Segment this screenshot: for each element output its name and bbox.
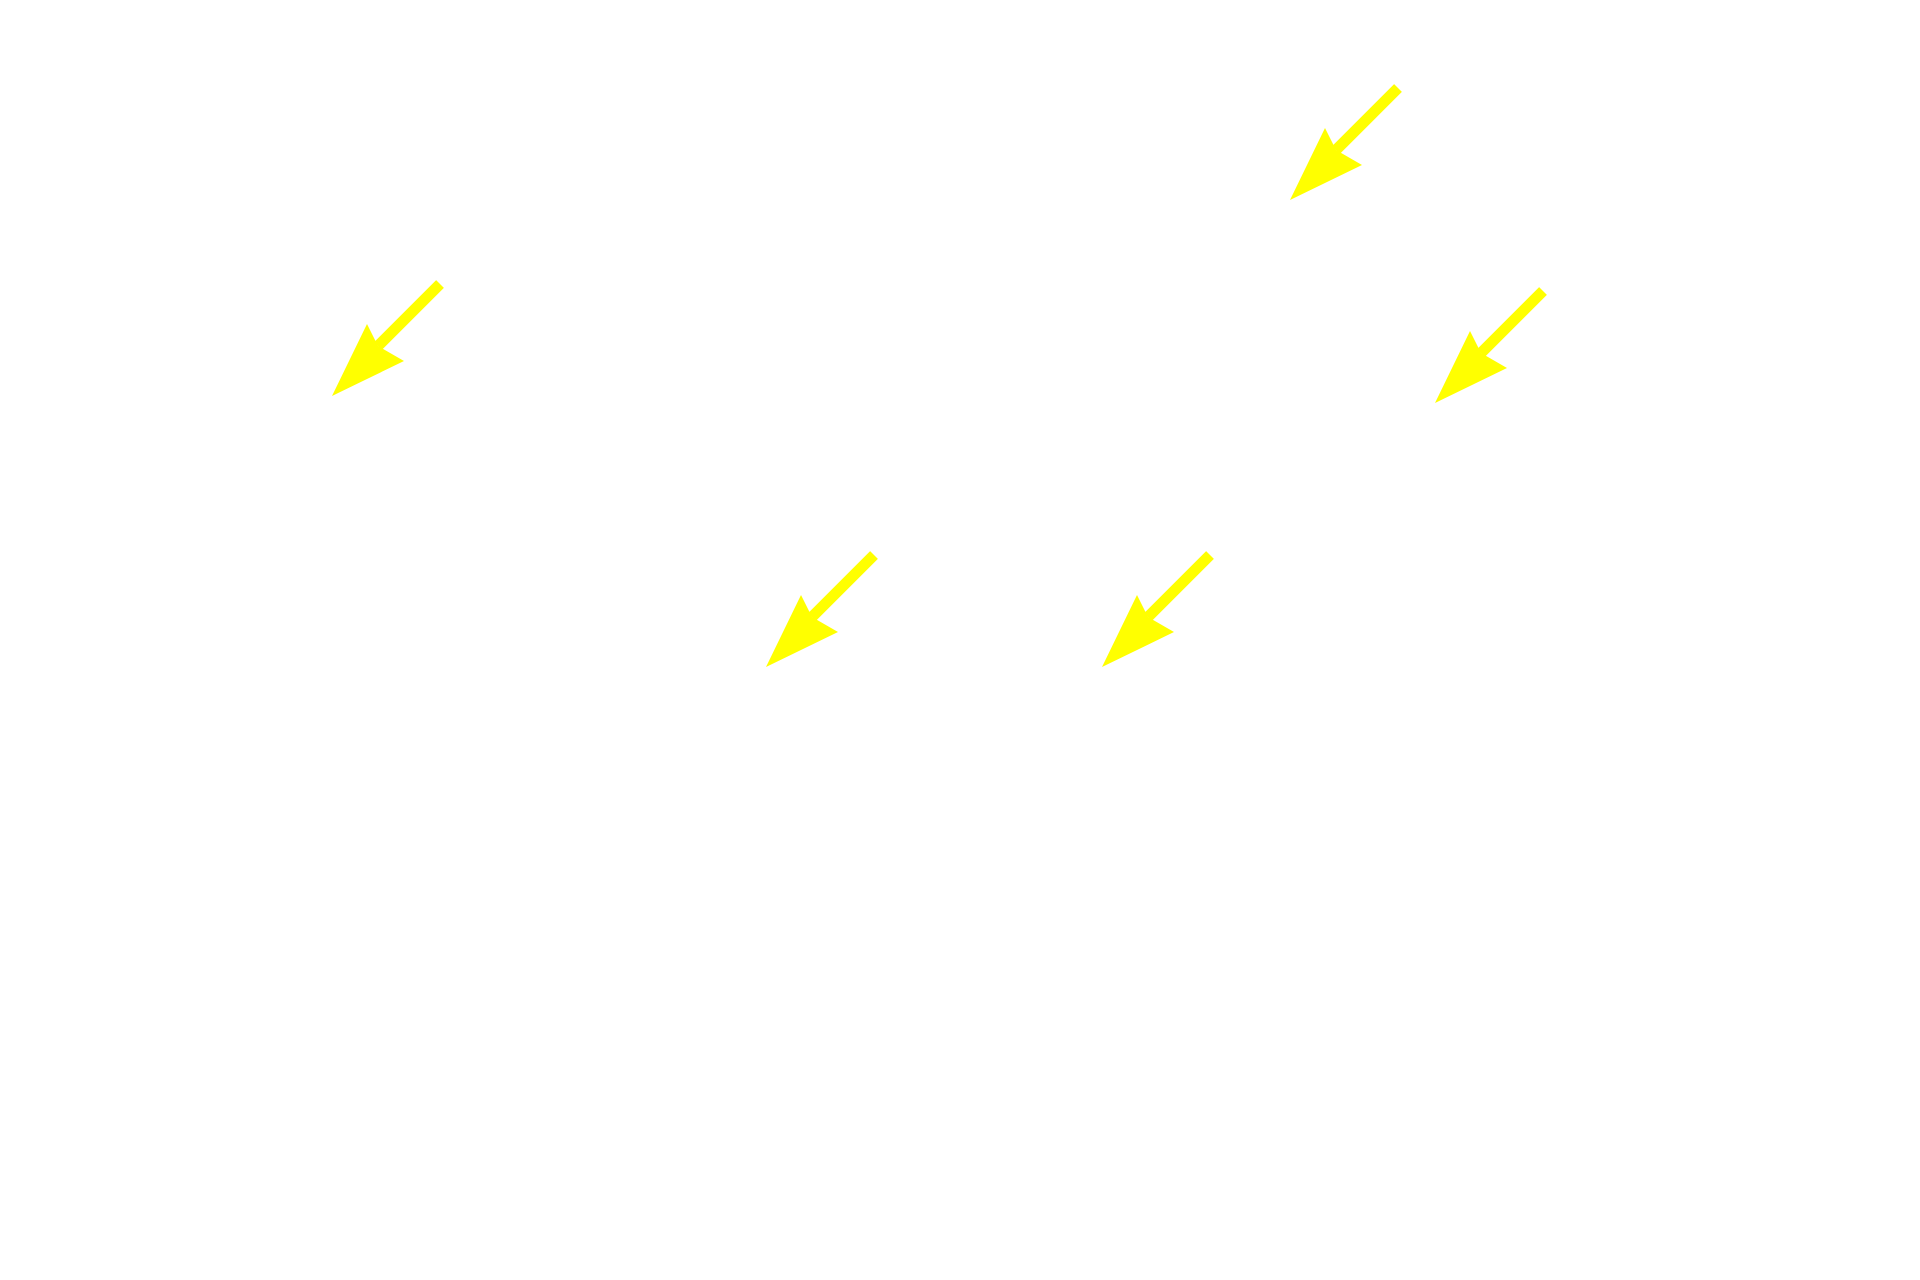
arrow-head: [1290, 128, 1362, 200]
arrow-down-left-icon: [766, 551, 878, 667]
arrow-down-left-icon: [332, 280, 444, 396]
arrow-shaft: [1332, 84, 1402, 154]
arrow-head: [332, 324, 404, 396]
arrow-down-left-icon: [1435, 287, 1547, 403]
arrow-down-left-icon: [1102, 551, 1214, 667]
arrow-down-left-icon: [1290, 84, 1402, 200]
arrow-shaft: [808, 551, 878, 621]
arrow-head: [1435, 331, 1507, 403]
arrow-shaft: [1144, 551, 1214, 621]
arrow-shaft: [374, 280, 444, 350]
arrow-head: [1102, 595, 1174, 667]
arrow-shaft: [1477, 287, 1547, 357]
arrow-head: [766, 595, 838, 667]
